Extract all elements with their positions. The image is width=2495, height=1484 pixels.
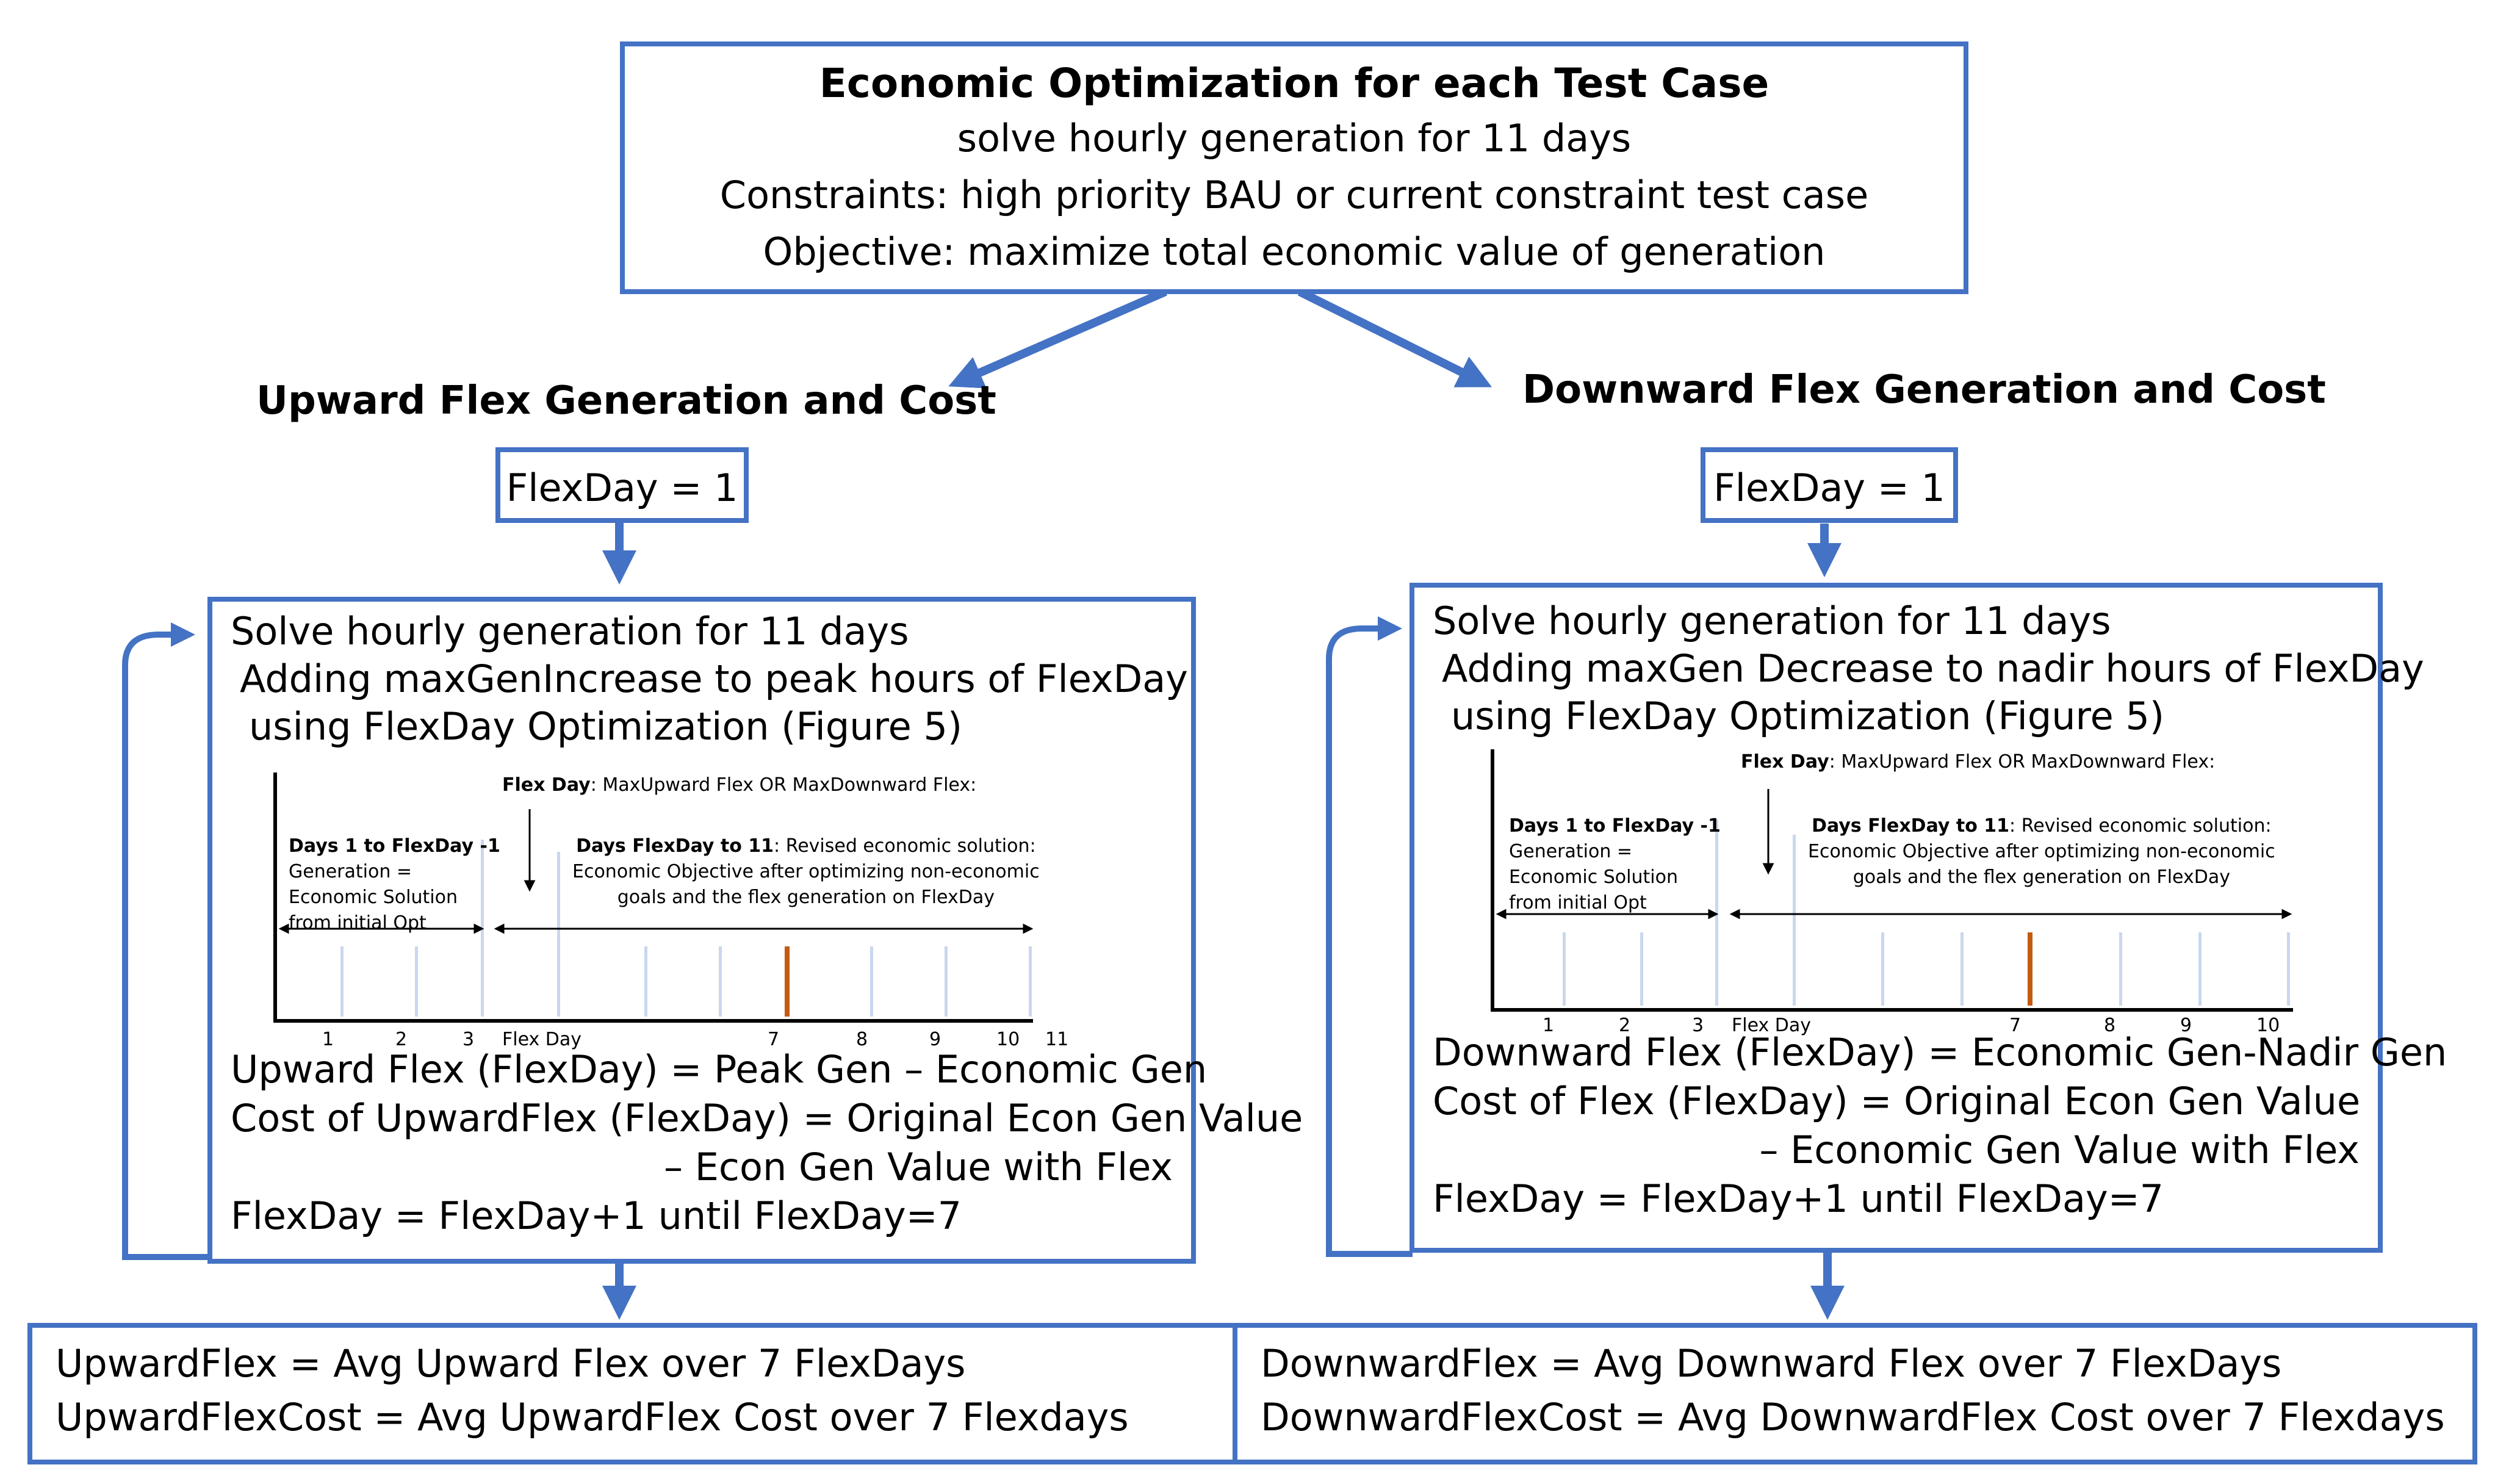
flex-day-caption: Flex Day: MaxUpward Flex OR MaxDownward … [1741,751,2216,773]
flex-day-caption: Flex Day: MaxUpward Flex OR MaxDownward … [502,774,977,796]
day-gridline [1715,819,1718,1006]
upward-loop-box: Solve hourly generation for 11 days Addi… [207,597,1303,1264]
upward-loop-line1: Solve hourly generation for 11 days [231,609,909,654]
day-gridline [2198,932,2202,1006]
flex-day-marker [785,946,790,1017]
downward-result1: DownwardFlex = Avg Downward Flex over 7 … [1261,1341,2282,1386]
day-gridline [1029,946,1032,1017]
upward-formula1: Upward Flex (FlexDay) = Peak Gen – Econo… [231,1047,1208,1092]
tick-label: 1 [322,1029,334,1050]
day-gridline [2119,932,2122,1006]
downward-formula3: – Economic Gen Value with Flex [1759,1128,2360,1172]
top-box-line2: Constraints: high priority BAU or curren… [719,173,1869,217]
loopback-upward [122,622,211,1260]
tick-label: 2 [395,1029,408,1050]
tick-label: 9 [929,1029,941,1050]
tick-label: 7 [768,1029,780,1050]
downward-formula2: Cost of Flex (FlexDay) = Original Econ G… [1433,1079,2361,1123]
arrow-top-to-upward [948,287,1167,389]
tick-label: 8 [856,1029,868,1050]
day-gridline [719,946,722,1017]
day-gridline [415,946,418,1017]
day-gridline [557,852,560,1017]
upward-loop-line2: Adding maxGenIncrease to peak hours of F… [240,657,1188,701]
tick-label: 3 [1692,1015,1704,1036]
economic-optimization-box: Economic Optimization for each Test Case… [620,41,1968,294]
tick-label: 3 [463,1029,475,1050]
downward-loop-line3: using FlexDay Optimization (Figure 5) [1451,694,2165,738]
day-gridline [1640,932,1643,1006]
downward-init-label: FlexDay = 1 [1713,466,1945,510]
tick-label: 10 [996,1029,1020,1050]
downward-init-box: FlexDay = 1 [1701,447,1958,523]
downward-loop-line2: Adding maxGen Decrease to nadir hours of… [1442,646,2424,691]
day-gridline [870,946,873,1017]
span-arrows [278,809,1034,934]
arrow-top-to-downward [1297,287,1492,387]
upward-loop-line3: using FlexDay Optimization (Figure 5) [249,704,963,749]
upward-result-box: UpwardFlex = Avg Upward Flex over 7 Flex… [27,1323,1242,1464]
upward-mini-chart: Flex Day: MaxUpward Flex OR MaxDownward … [273,773,1068,1050]
upward-increment: FlexDay = FlexDay+1 until FlexDay=7 [231,1194,962,1238]
right-span-caption: Days FlexDay to 11: Revised economic sol… [1808,815,2275,888]
tick-label: 11 [1045,1029,1069,1050]
downward-loop-box: Solve hourly generation for 11 days Addi… [1410,583,2447,1253]
upward-result1: UpwardFlex = Avg Upward Flex over 7 Flex… [56,1341,966,1386]
downward-result2: DownwardFlexCost = Avg DownwardFlex Cost… [1261,1395,2445,1439]
downward-formula1: Downward Flex (FlexDay) = Economic Gen-N… [1433,1030,2447,1075]
upward-heading: Upward Flex Generation and Cost [256,378,996,423]
day-gridline [644,946,647,1017]
day-gridline [945,946,948,1017]
span-arrows [1496,789,2292,920]
tick-label: Flex Day [502,1029,582,1050]
downward-result-box: DownwardFlex = Avg Downward Flex over 7 … [1233,1323,2477,1464]
tick-label: Flex Day [1732,1015,1812,1036]
day-gridline [1960,932,1964,1006]
day-gridline [1793,835,1796,1006]
day-gridline [1563,932,1566,1006]
downward-increment: FlexDay = FlexDay+1 until FlexDay=7 [1433,1176,2164,1221]
tick-label: 2 [1619,1015,1631,1036]
upward-init-label: FlexDay = 1 [506,466,738,510]
upward-result2: UpwardFlexCost = Avg UpwardFlex Cost ove… [56,1395,1129,1439]
upward-init-box: FlexDay = 1 [495,447,749,523]
tick-label: 1 [1543,1015,1555,1036]
tick-label: 10 [2256,1015,2280,1036]
downward-heading: Downward Flex Generation and Cost [1522,367,2326,412]
tick-label: 7 [2009,1015,2022,1036]
top-box-title: Economic Optimization for each Test Case [819,60,1770,107]
loopback-downward [1326,616,1413,1257]
tick-label: 8 [2104,1015,2116,1036]
day-gridline [2287,932,2290,1006]
downward-mini-chart: Flex Day: MaxUpward Flex OR MaxDownward … [1491,749,2302,1036]
top-box-line3: Objective: maximize total economic value… [763,229,1826,274]
right-span-caption: Days FlexDay to 11: Revised economic sol… [572,835,1040,908]
day-gridline [340,946,344,1017]
upward-formula3: – Econ Gen Value with Flex [664,1145,1173,1189]
downward-loop-line1: Solve hourly generation for 11 days [1433,599,2111,643]
tick-label: 9 [2180,1015,2192,1036]
upward-formula2: Cost of UpwardFlex (FlexDay) = Original … [231,1096,1303,1140]
top-box-line1: solve hourly generation for 11 days [957,116,1632,160]
flex-day-marker [2028,932,2032,1006]
day-gridline [1881,932,1884,1006]
